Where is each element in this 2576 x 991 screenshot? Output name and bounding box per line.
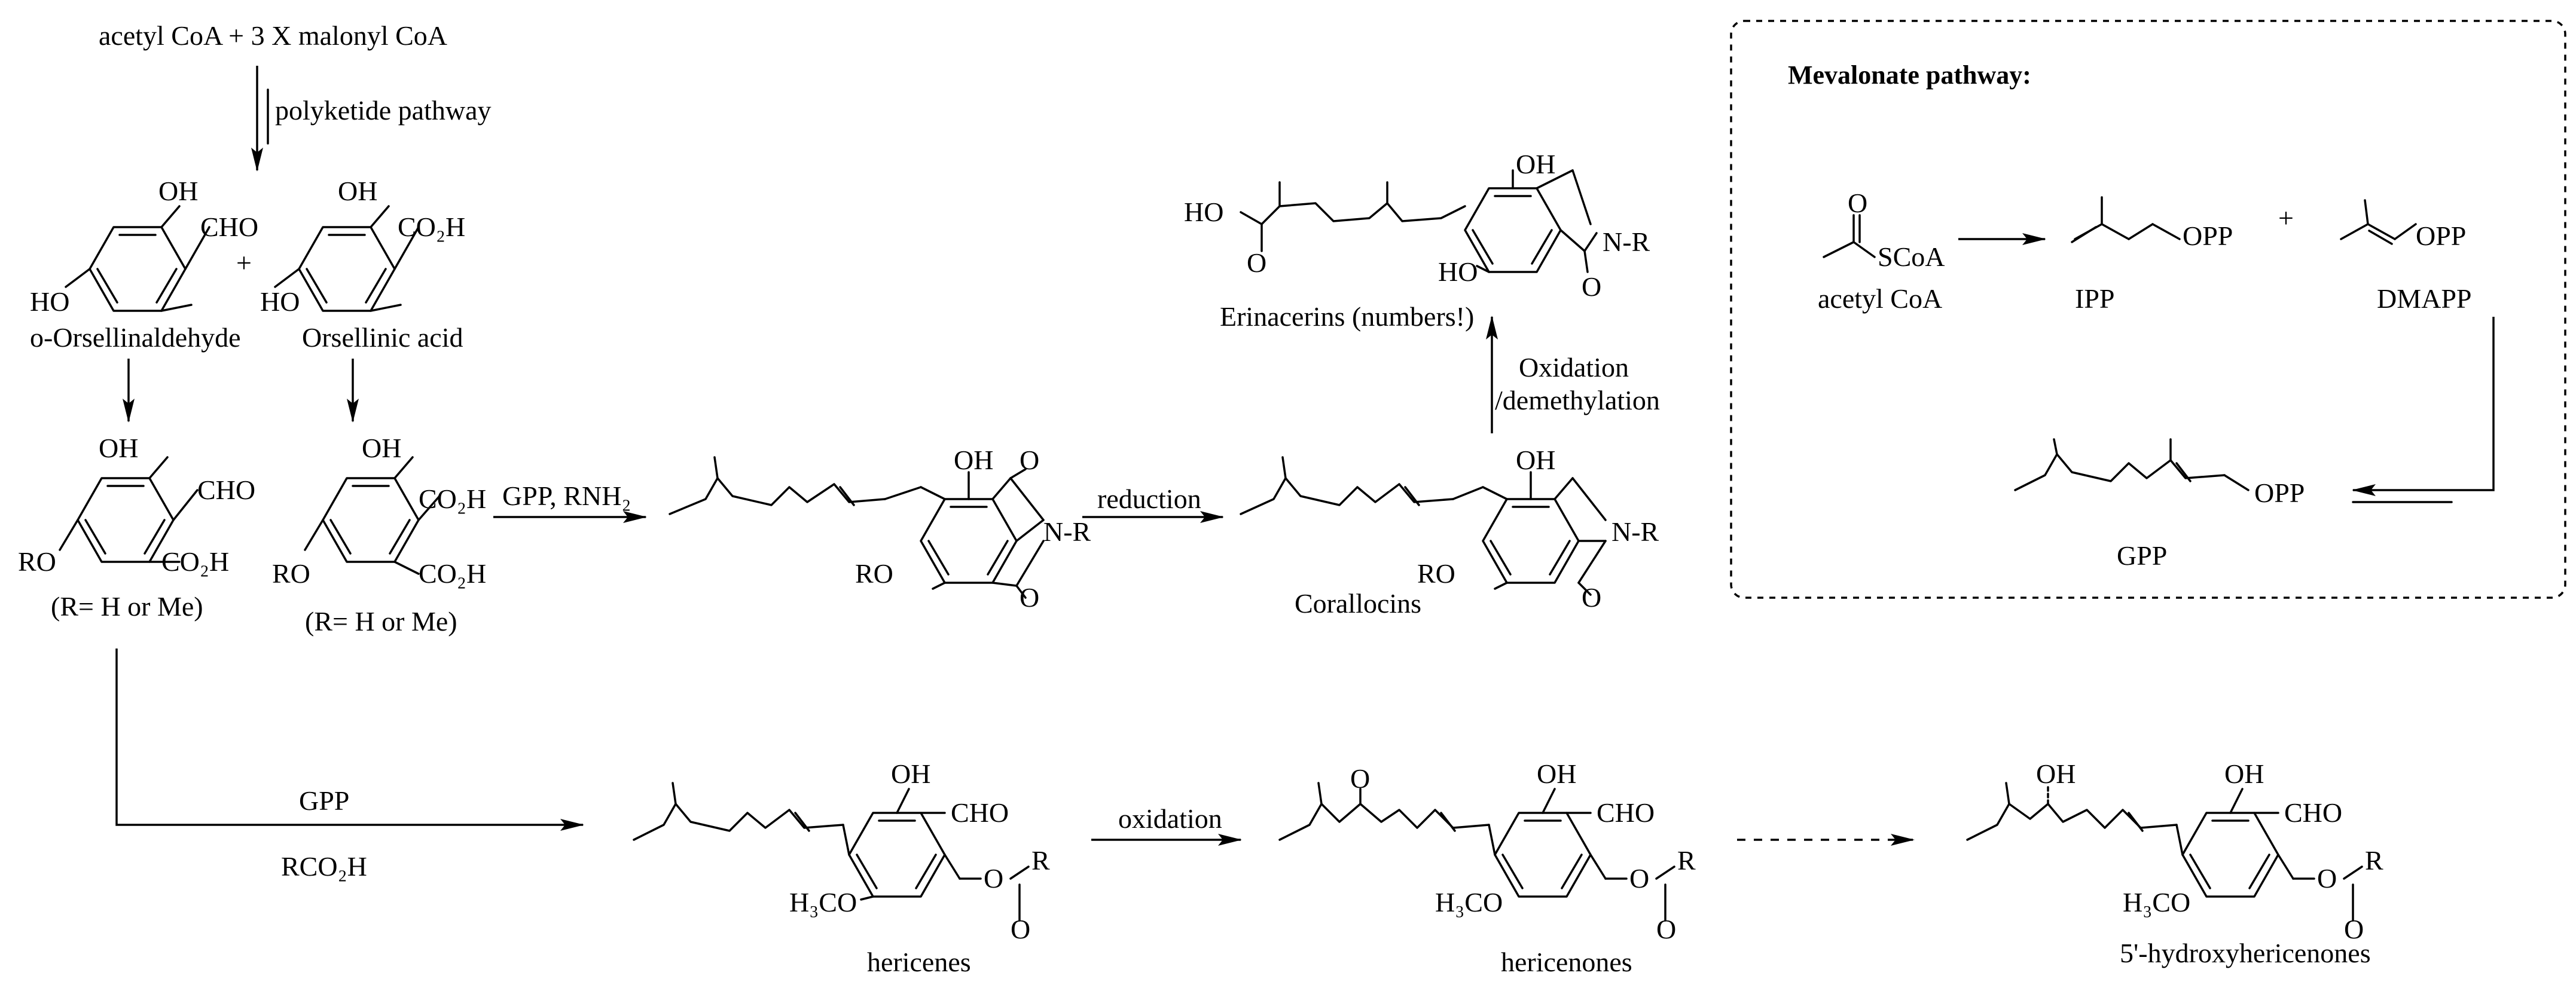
phthalic-acid-co2h-1: CO₂H [419, 484, 486, 514]
gpp-opp: OPP [2254, 478, 2305, 508]
aldehyde-acid-structure [59, 456, 199, 563]
reaction-oxidation-line2: /demethylation [1495, 385, 1660, 415]
hericenes-structure [633, 782, 1030, 922]
orsellinaldehyde-oh: OH [158, 176, 198, 206]
orsellinaldehyde-name: o-Orsellinaldehyde [30, 322, 241, 353]
hericenones-o-ketone: O [1350, 763, 1370, 794]
mevalonate-box [1730, 20, 2566, 599]
erinacerins-o: O [1582, 271, 1601, 302]
hericenes-o-carbonyl: O [1011, 914, 1030, 944]
ipp-opp: OPP [2183, 221, 2233, 251]
hydroxyhericenones-r: R [2365, 845, 2383, 876]
corallocins-o: O [1582, 582, 1601, 613]
reaction-oxidation: oxidation [1118, 803, 1222, 834]
hericenones-o-carbonyl: O [1656, 914, 1676, 944]
reaction-reduction: reduction [1097, 484, 1201, 514]
reaction-rco2h: RCO₂H [281, 851, 367, 882]
erinacerins-oh: OH [1516, 149, 1555, 179]
phthalimide-structure [669, 456, 1045, 599]
r-definition-1: (R= H or Me) [51, 591, 203, 622]
orsellinaldehyde-cho: CHO [200, 212, 258, 242]
polyketide-pathway-label: polyketide pathway [275, 95, 492, 126]
hericenones-structure [1278, 782, 1675, 922]
mevalonate-acetyl-coa: acetyl CoA [1818, 283, 1942, 314]
orsellinaldehyde-structure [65, 205, 210, 312]
ipp-structure [2071, 196, 2181, 243]
hydroxyhericenones-name: 5'-hydroxyhericenones [2120, 938, 2371, 968]
mevalonate-ipp: IPP [2075, 283, 2114, 314]
hericenes-name: hericenes [867, 947, 971, 977]
hydroxyhericenones-structure [1966, 782, 2363, 922]
mevalonate-plus: + [2278, 203, 2294, 233]
orsellinic-acid-structure [274, 205, 420, 312]
mevalonate-dmapp: DMAPP [2377, 283, 2472, 314]
erinacerins-structure [1240, 169, 1598, 273]
start-reagents: acetyl CoA + 3 X malonyl CoA [99, 20, 447, 51]
phthalimide-n-r: N-R [1043, 516, 1091, 547]
phthalic-acid-oh: OH [362, 433, 401, 463]
aldehyde-acid-ro: RO [18, 546, 56, 577]
phthalic-acid-structure [304, 456, 441, 575]
corallocins-ro: RO [1417, 558, 1455, 589]
reaction-gpp-rnh2: GPP, RNH₂ [502, 481, 631, 511]
orsellinaldehyde-ho: HO [30, 286, 69, 317]
corallocins-name: Corallocins [1295, 588, 1421, 619]
plus-sign: + [236, 247, 252, 278]
mevalonate-gpp: GPP [2117, 540, 2167, 571]
arrow-to-gpp [2352, 317, 2495, 496]
erinacerins-name: Erinacerins (numbers!) [1220, 301, 1474, 332]
erinacerins-ho-acid: HO [1184, 197, 1223, 227]
hericenones-o-ester: O [1629, 863, 1649, 894]
aldehyde-acid-co2h: CO₂H [161, 546, 229, 577]
hydroxyhericenones-cho: CHO [2284, 797, 2342, 828]
r-definition-2: (R= H or Me) [305, 606, 457, 637]
orsellinic-acid-ho: HO [260, 286, 300, 317]
phthalimide-o-top: O [1020, 445, 1039, 475]
aldehyde-acid-oh: OH [99, 433, 138, 463]
hericenes-r: R [1031, 845, 1050, 876]
erinacerins-ho: HO [1438, 256, 1478, 287]
hericenones-oh: OH [1537, 758, 1576, 789]
hydroxyhericenones-o-carbonyl: O [2344, 914, 2364, 944]
hericenes-o-ester: O [984, 863, 1003, 894]
orsellinic-acid-name: Orsellinic acid [302, 322, 463, 353]
corallocins-n-r: N-R [1611, 516, 1659, 547]
erinacerins-n-r: N-R [1603, 227, 1650, 257]
gpp-structure [2014, 438, 2250, 491]
hydroxyhericenones-h3co: H₃CO [2123, 887, 2190, 917]
hydroxyhericenones-oh: OH [2224, 758, 2264, 789]
phthalic-acid-ro: RO [272, 558, 310, 589]
dmapp-structure [2340, 199, 2417, 245]
hydroxyhericenones-o-ester: O [2317, 863, 2337, 894]
acetyl-coa-o: O [1848, 188, 1867, 218]
reaction-oxidation-line1: Oxidation [1519, 352, 1629, 383]
reaction-gpp: GPP [299, 785, 349, 816]
orsellinic-acid-co2h: CO₂H [398, 212, 465, 242]
phthalimide-ro: RO [855, 558, 893, 589]
hericenones-r: R [1677, 845, 1696, 876]
hydroxyhericenones-oh-chain: OH [2036, 758, 2076, 789]
corallocins-oh: OH [1516, 445, 1555, 475]
orsellinic-acid-oh: OH [338, 176, 377, 206]
dmapp-opp: OPP [2416, 221, 2466, 251]
phthalic-acid-co2h-2: CO₂H [419, 558, 486, 589]
acetyl-coa-scoa: SCoA [1878, 241, 1945, 272]
acetyl-coa-structure [1823, 214, 1876, 258]
hericenones-name: hericenones [1501, 947, 1632, 977]
hericenes-oh: OH [891, 758, 930, 789]
mevalonate-title: Mevalonate pathway: [1788, 60, 2031, 90]
phthalimide-o-bottom: O [1020, 582, 1039, 613]
hericenes-cho: CHO [951, 797, 1009, 828]
erinacerins-o-acid: O [1247, 247, 1266, 278]
hericenones-h3co: H₃CO [1435, 887, 1503, 917]
aldehyde-acid-cho: CHO [197, 475, 255, 505]
phthalimide-oh: OH [954, 445, 993, 475]
corallocins-structure [1240, 456, 1607, 596]
hericenes-h3co: H₃CO [789, 887, 857, 917]
hericenones-cho: CHO [1597, 797, 1655, 828]
arrow-gpp-rco2h [115, 649, 584, 831]
